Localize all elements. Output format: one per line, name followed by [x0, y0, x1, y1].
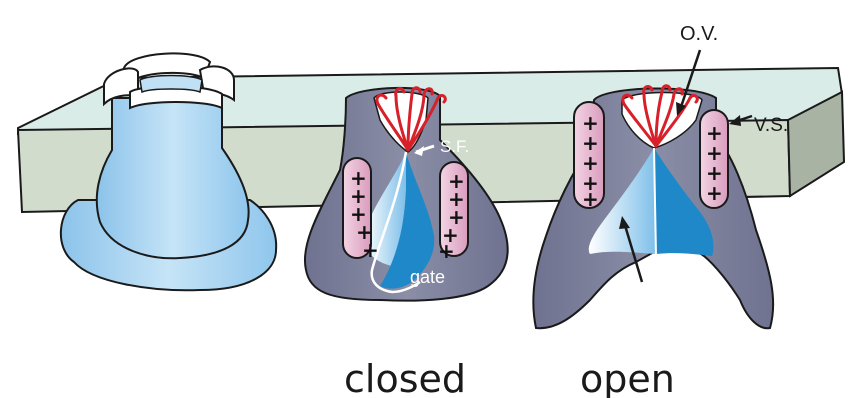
- plus-sign: +: [362, 238, 379, 262]
- iv-label: I.V.: [632, 286, 659, 307]
- plus-sign: +: [438, 239, 455, 263]
- sf-label: S.F.: [440, 137, 469, 156]
- closed-caption: closed: [344, 357, 466, 398]
- tetramer-center-pore: [140, 76, 202, 93]
- open-left-charges: + + + + +: [582, 111, 599, 211]
- plus-sign: +: [582, 187, 599, 211]
- ov-label: O.V.: [680, 23, 718, 45]
- open-right-charges: + + + +: [706, 121, 723, 205]
- open-caption: open: [580, 357, 675, 398]
- plus-sign: +: [706, 181, 723, 205]
- vs-label: V.S.: [754, 115, 788, 136]
- gate-label: gate: [410, 267, 445, 287]
